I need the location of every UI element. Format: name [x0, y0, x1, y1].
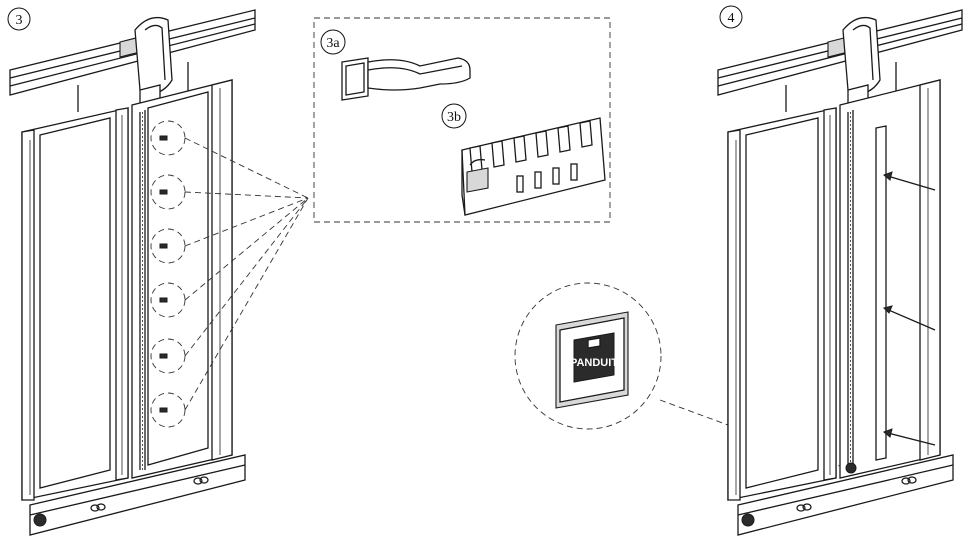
- rack-left-2: [131, 79, 233, 479]
- rack-right-1: [727, 107, 837, 501]
- detail-box: 3a 3b: [313, 17, 611, 223]
- overhead-tray-right: [717, 9, 963, 96]
- step4-assembly: [717, 9, 963, 536]
- rack-base-right: [737, 454, 954, 536]
- step4-label: 4: [719, 5, 743, 29]
- label-magnifier: PANDUIT: [514, 282, 846, 469]
- panduit-logo-text: PANDUIT: [570, 357, 618, 369]
- step3-label: 3: [7, 7, 31, 31]
- step4-number: 4: [728, 11, 735, 26]
- clip-part-3a: [341, 57, 471, 101]
- leader-lines-left: [184, 137, 309, 411]
- step3-number: 3: [16, 13, 23, 28]
- detail-b-label: 3b: [441, 103, 467, 129]
- duct-part-3b: [461, 117, 606, 216]
- detail-a-text: 3a: [326, 36, 340, 51]
- detail-a-label: 3a: [320, 29, 346, 55]
- rack-left-1: [21, 107, 129, 501]
- install-arrows: [883, 171, 936, 446]
- step3-assembly: [9, 9, 309, 536]
- overhead-tray-left: [9, 9, 256, 96]
- rack-base-left: [29, 454, 246, 536]
- rack-right-2: [839, 79, 941, 479]
- detail-b-text: 3b: [447, 110, 461, 125]
